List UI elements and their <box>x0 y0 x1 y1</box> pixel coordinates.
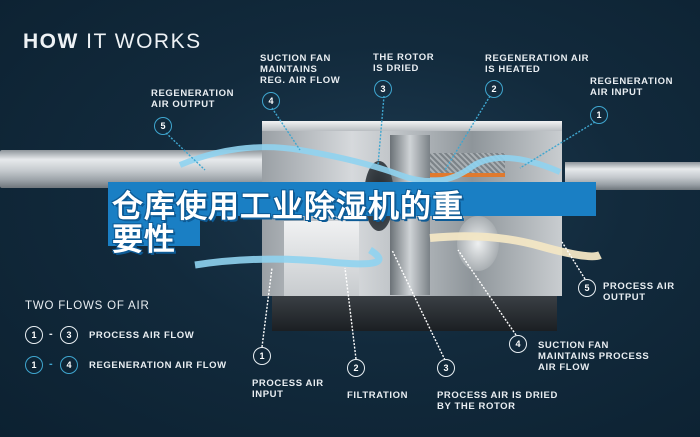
callout-3-process-badge: 3 <box>437 359 455 377</box>
process-airflow-stream-left <box>194 247 383 269</box>
legend-reg-to-badge: 4 <box>60 356 78 374</box>
legend-process-dash: - <box>49 328 54 340</box>
callout-4-process-badge: 4 <box>509 335 527 353</box>
legend-title: TWO FLOWS OF AIR <box>25 300 150 312</box>
overlay-banner-line2-bg <box>108 216 200 246</box>
heater-element <box>430 173 505 177</box>
callout-process-air-input-label: PROCESS AIR INPUT <box>252 378 324 400</box>
process-fan <box>457 216 499 271</box>
overlay-title-line2: 要性 <box>112 222 176 258</box>
legend-reg-dash: - <box>49 358 54 370</box>
callout-2-process-badge: 2 <box>347 359 365 377</box>
overlay-banner-line1-bg <box>108 182 596 216</box>
callout-process-air-output-label: PROCESS AIR OUTPUT <box>603 281 675 303</box>
callout-5-process-badge: 5 <box>578 279 596 297</box>
callout-suction-fan-process-label: SUCTION FAN MAINTAINS PROCESS AIR FLOW <box>538 340 650 373</box>
legend-process-label: PROCESS AIR FLOW <box>89 330 195 341</box>
legend-process-from-badge: 1 <box>25 326 43 344</box>
overlay-title-line1: 仓库使用工业除湿机的重 <box>112 189 464 225</box>
process-airflow-stream-right <box>429 232 602 261</box>
left-duct <box>0 150 285 188</box>
callout-1-reg-badge: 1 <box>590 106 608 124</box>
page-title: HOW IT WORKS <box>23 30 202 53</box>
callout-suction-fan-reg-label: SUCTION FAN MAINTAINS REG. AIR FLOW <box>260 53 341 86</box>
callout-3-reg-badge: 3 <box>374 80 392 98</box>
reg-airflow-stream <box>178 144 562 185</box>
callout-1-process-badge: 1 <box>253 347 271 365</box>
legend-process-to-badge: 3 <box>60 326 78 344</box>
legend-reg-from-badge: 1 <box>25 356 43 374</box>
callout-reg-air-heated-label: REGENERATION AIR IS HEATED <box>485 53 590 75</box>
callout-5-reg-badge: 5 <box>154 117 172 135</box>
callout-process-air-dried-label: PROCESS AIR IS DRIED BY THE ROTOR <box>437 390 558 412</box>
unit-top-panel <box>262 121 562 131</box>
callout-reg-air-input-label: REGENERATION AIR INPUT <box>590 76 674 98</box>
callout-rotor-dried-label: THE ROTOR IS DRIED <box>373 52 435 74</box>
callout-regeneration-air-output-label: REGENERATION AIR OUTPUT <box>151 88 235 110</box>
callout-2-reg-badge: 2 <box>485 80 503 98</box>
callout-filtration-label: FILTRATION <box>347 390 409 401</box>
legend-reg-label: REGENERATION AIR FLOW <box>89 360 227 371</box>
callout-4-reg-badge: 4 <box>262 92 280 110</box>
